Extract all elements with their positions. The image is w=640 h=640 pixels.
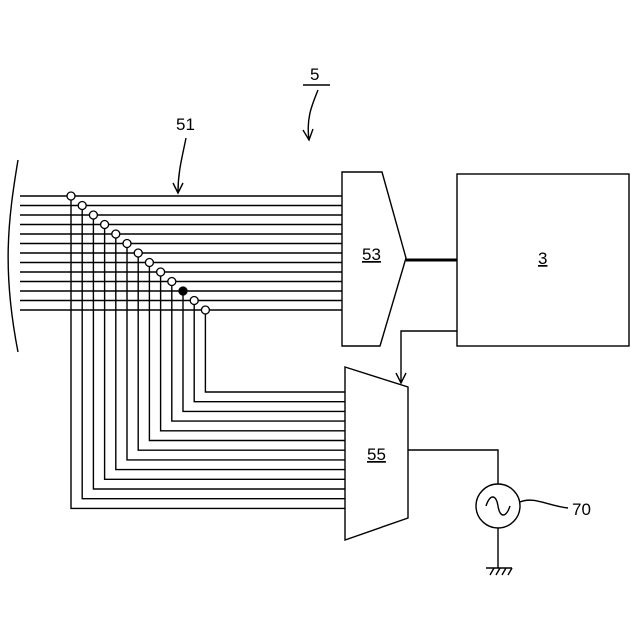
label-source: 70	[572, 500, 591, 519]
tap-line	[82, 206, 345, 499]
label-block-3: 3	[538, 249, 547, 268]
link-55-to-source	[408, 450, 498, 484]
selected-tap-node	[179, 287, 187, 295]
tap-node	[67, 192, 75, 200]
tap-line	[116, 234, 345, 470]
tap-node	[78, 202, 86, 210]
tap-node	[157, 268, 165, 276]
tap-line	[205, 310, 345, 392]
tap-node	[123, 240, 131, 248]
label-system: 5	[310, 65, 319, 84]
break-line	[8, 160, 18, 352]
tap-node	[112, 230, 120, 238]
tap-line	[194, 301, 345, 402]
tap-line	[93, 215, 345, 489]
tap-node	[101, 221, 109, 229]
label-block-53: 53	[362, 245, 381, 264]
label-bus: 51	[176, 115, 195, 134]
system-leader-arrow	[303, 90, 318, 140]
tap-line	[161, 272, 345, 431]
tap-node	[145, 259, 153, 267]
label-block-55: 55	[367, 445, 386, 464]
tap-node	[134, 249, 142, 257]
ac-source-icon	[476, 484, 520, 528]
tap-node	[168, 278, 176, 286]
tap-node	[89, 211, 97, 219]
link-3-to-55	[401, 331, 457, 382]
bus-leader-arrow	[173, 138, 186, 193]
ground-icon	[486, 568, 512, 575]
tap-node	[190, 297, 198, 305]
source-leader	[520, 500, 568, 508]
tap-node	[201, 306, 209, 314]
